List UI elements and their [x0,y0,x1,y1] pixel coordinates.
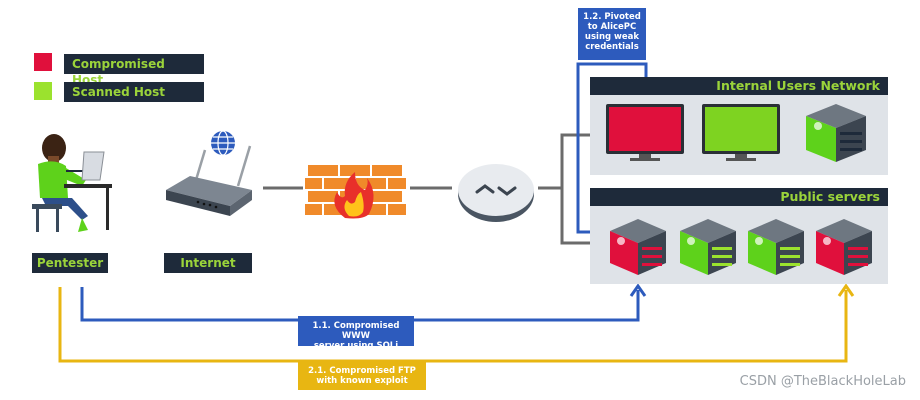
firewall-icon [305,163,408,219]
network-links [263,133,590,245]
wifi-router-icon [166,130,252,216]
user-monitor-icon[interactable] [702,104,784,162]
internal-network-title: Internal Users Network [590,77,888,95]
pentester-label: Pentester [32,253,108,273]
legend-compromised-label: Compromised Host [64,54,204,87]
public-server-2-icon[interactable] [676,215,740,277]
www-callout-line: 1.1. Compromised WWW [312,321,400,341]
pivot-callout-line: to AlicePC [587,22,637,32]
pivot-callout-line: using weak [584,32,640,42]
pivot-path [576,62,648,234]
public-server-3-icon[interactable] [744,215,808,277]
pivot-callout: 1.2. Pivoted to AlicePC using weak crede… [578,8,646,60]
legend-compromised-swatch [34,53,52,71]
pivot-callout-line: credentials [585,42,639,52]
ftp-callout: 2.1. Compromised FTP with known exploit [298,362,426,390]
ftp-callout-line: 2.1. Compromised FTP [308,366,416,376]
www-server-icon[interactable] [606,215,670,277]
www-callout: 1.1. Compromised WWW server using SQLi [298,316,414,351]
ftp-path [58,287,848,363]
legend-scanned-label: Scanned Host [64,82,204,102]
public-servers-title: Public servers [590,188,888,206]
ftp-callout-line: with known exploit [316,376,408,386]
router-icon [458,164,534,222]
pivot-callout-line: 1.2. Pivoted [583,12,641,22]
pentester-icon [32,134,112,232]
ftp-server-icon[interactable] [812,215,876,277]
www-callout-line: server using SQLi [313,341,399,351]
legend-scanned-swatch [34,82,52,100]
internet-label: Internet [164,253,252,273]
internal-server-icon[interactable] [800,98,870,166]
watermark: CSDN @TheBlackHoleLab [739,374,906,389]
alicepc-monitor-icon[interactable] [606,104,688,162]
